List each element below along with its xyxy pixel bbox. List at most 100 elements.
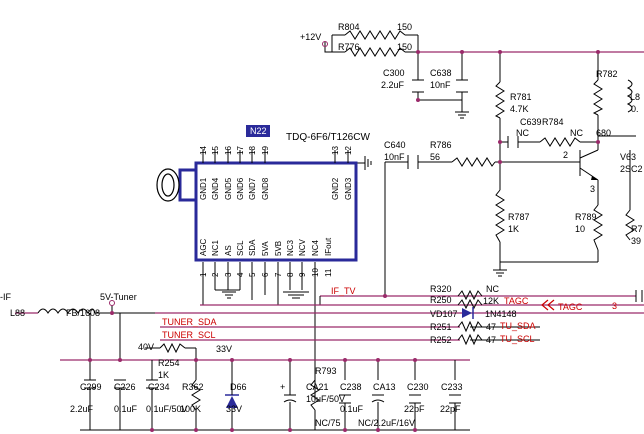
- r784-nc-label: NC: [570, 128, 583, 138]
- power-33v: 33V: [216, 344, 232, 354]
- transistor-part: 2SC2: [620, 164, 643, 174]
- ic-bottom-pin-name: 5VA: [261, 241, 270, 256]
- transistor-pin2: 2: [563, 150, 568, 160]
- ic-top-pin-number: 19: [261, 146, 270, 155]
- inductor-l-right: L8 0.: [626, 79, 640, 114]
- inductor-l-right-ref: L8: [630, 92, 640, 102]
- ic-bottom-pin-number: 9: [298, 272, 307, 277]
- resistor-r781: R781 4.7K: [494, 81, 532, 119]
- resistor-r7x: R7 39: [625, 209, 643, 246]
- power-12v-symbol: [322, 41, 328, 47]
- ca13-val: NC/2.2uF/16V: [358, 418, 415, 428]
- r786-ref: R786: [430, 140, 452, 150]
- ic-bottom-pin-name: NC4: [311, 239, 320, 256]
- ca21-ref: CA21: [306, 382, 329, 392]
- resistor-r254: R254 1K: [158, 342, 186, 380]
- r784-val: 680: [596, 128, 611, 138]
- r254-val: 1K: [158, 370, 169, 380]
- ic-bottom-pin-name: NC3: [286, 239, 295, 256]
- diode-vd107: VD107 1N4148: [430, 307, 517, 319]
- capacitor-ca13: CA13 NC/2.2uF/16V: [358, 382, 415, 430]
- c238-val: 0.1uF: [340, 404, 364, 414]
- capacitor-c638: C638 10nF: [430, 68, 468, 93]
- c226-val: 0.1uF: [114, 404, 138, 414]
- net-tuner-scl: TUNER_SCL: [162, 330, 216, 340]
- resistor-r782: R782: [592, 69, 618, 116]
- net-tuner-sda: TUNER_SDA: [162, 317, 217, 327]
- c233-val: 22pF: [440, 404, 461, 414]
- ic-top-pin-name: GND4: [211, 177, 220, 200]
- tagc-port-arrow: [541, 299, 555, 311]
- r804-ref: R804: [338, 22, 360, 32]
- ic-bottom-pin-number: 11: [324, 268, 333, 277]
- resistor-r251: R251 47: [430, 320, 496, 333]
- ic-bottom-pin-number: 1: [199, 272, 208, 277]
- c300-ref: C300: [383, 68, 405, 78]
- capacitor-c639: C639 NC: [507, 117, 542, 148]
- ic-top-pin-number: 12: [344, 146, 353, 155]
- ic-ref: N22: [250, 126, 267, 136]
- ic-top-pin-number: 14: [199, 146, 208, 155]
- c234-ref: C234: [148, 382, 170, 392]
- resistor-r804: R804 150: [338, 22, 412, 40]
- ic-top-pin-number: 15: [211, 146, 220, 155]
- capacitor-c233: C233 22pF: [440, 382, 463, 430]
- c233-ref: C233: [441, 382, 463, 392]
- transistor-ref: V63: [620, 152, 636, 162]
- c299-val: 2.2uF: [70, 404, 94, 414]
- vd107-ref: VD107: [430, 309, 458, 319]
- c238-ref: C238: [340, 382, 362, 392]
- power-5v-tuner: 5V-Tuner: [100, 292, 137, 302]
- r776-ref: R776: [338, 42, 360, 52]
- c299-ref: C299: [80, 382, 102, 392]
- vd107-part: 1N4148: [485, 309, 517, 319]
- r789-val: 10: [575, 224, 585, 234]
- ic-bottom-pin-name: AS: [224, 245, 233, 256]
- ic-part: TDQ-6F6/T126CW: [286, 132, 370, 143]
- net-tu-sda: TU_SDA: [500, 321, 536, 331]
- net-tagc: TAGC: [504, 296, 529, 306]
- c230-val: 22pF: [404, 404, 425, 414]
- ic-top-pin-number: 16: [224, 146, 233, 155]
- ca21-plus: +: [280, 382, 285, 392]
- r252-ref: R252: [430, 335, 452, 345]
- ca21-val: 10uF/50V: [306, 394, 345, 404]
- ic-bottom-pin-number: 7: [274, 272, 283, 277]
- transistor-v63: 2 3 V63 2SC2: [563, 149, 643, 194]
- ic-top-pin-name: GND2: [331, 177, 340, 200]
- ic-bottom-pin-number: 10: [311, 268, 320, 277]
- resistor-r252: R252 47: [430, 333, 496, 346]
- l88-ref: L88: [10, 308, 25, 318]
- resistor-r362: R362 100K: [180, 379, 204, 430]
- ic-bottom-pin-number: 4: [236, 272, 245, 277]
- resistor-r786: R786 56: [430, 140, 496, 167]
- ic-top-pin-name: GND8: [261, 177, 270, 200]
- r781-val: 4.7K: [510, 104, 529, 114]
- c640-ref: C640: [384, 140, 406, 150]
- capacitor-c299: C299 2.2uF: [70, 360, 102, 430]
- ic-bottom-pin-name: IFout: [324, 237, 333, 256]
- diode-d66: D66 33V: [225, 380, 247, 430]
- resistor-r320: [457, 289, 483, 301]
- ca13-ref: CA13: [373, 382, 396, 392]
- r787-ref: R787: [508, 212, 530, 222]
- ic-bottom-pin-name: AGC: [199, 238, 208, 256]
- ground-symbol: [455, 111, 469, 119]
- r793-ref: R793: [315, 366, 337, 376]
- junction-dots: [88, 50, 600, 432]
- ic-top-pin-name: GND6: [236, 177, 245, 200]
- capacitor-c234: C234 0.1uF/50V: [146, 379, 188, 430]
- ic-bottom-pin-number: 6: [261, 272, 270, 277]
- resistor-r776: R776 150: [338, 42, 412, 57]
- ic-bottom-pin-number: 3: [224, 272, 233, 277]
- c234-val: 0.1uF/50V: [146, 404, 188, 414]
- r781-ref: R781: [510, 92, 532, 102]
- resistor-r250: [457, 298, 483, 310]
- tuner-ic-n22: N22 TDQ-6F6/T126CW: [156, 125, 372, 262]
- d66-ref: D66: [230, 382, 247, 392]
- tagc-port-number: 3: [612, 301, 617, 311]
- r776-val: 150: [397, 42, 412, 52]
- ic-bottom-pin-number: 2: [211, 272, 220, 277]
- r787-val: 1K: [508, 224, 519, 234]
